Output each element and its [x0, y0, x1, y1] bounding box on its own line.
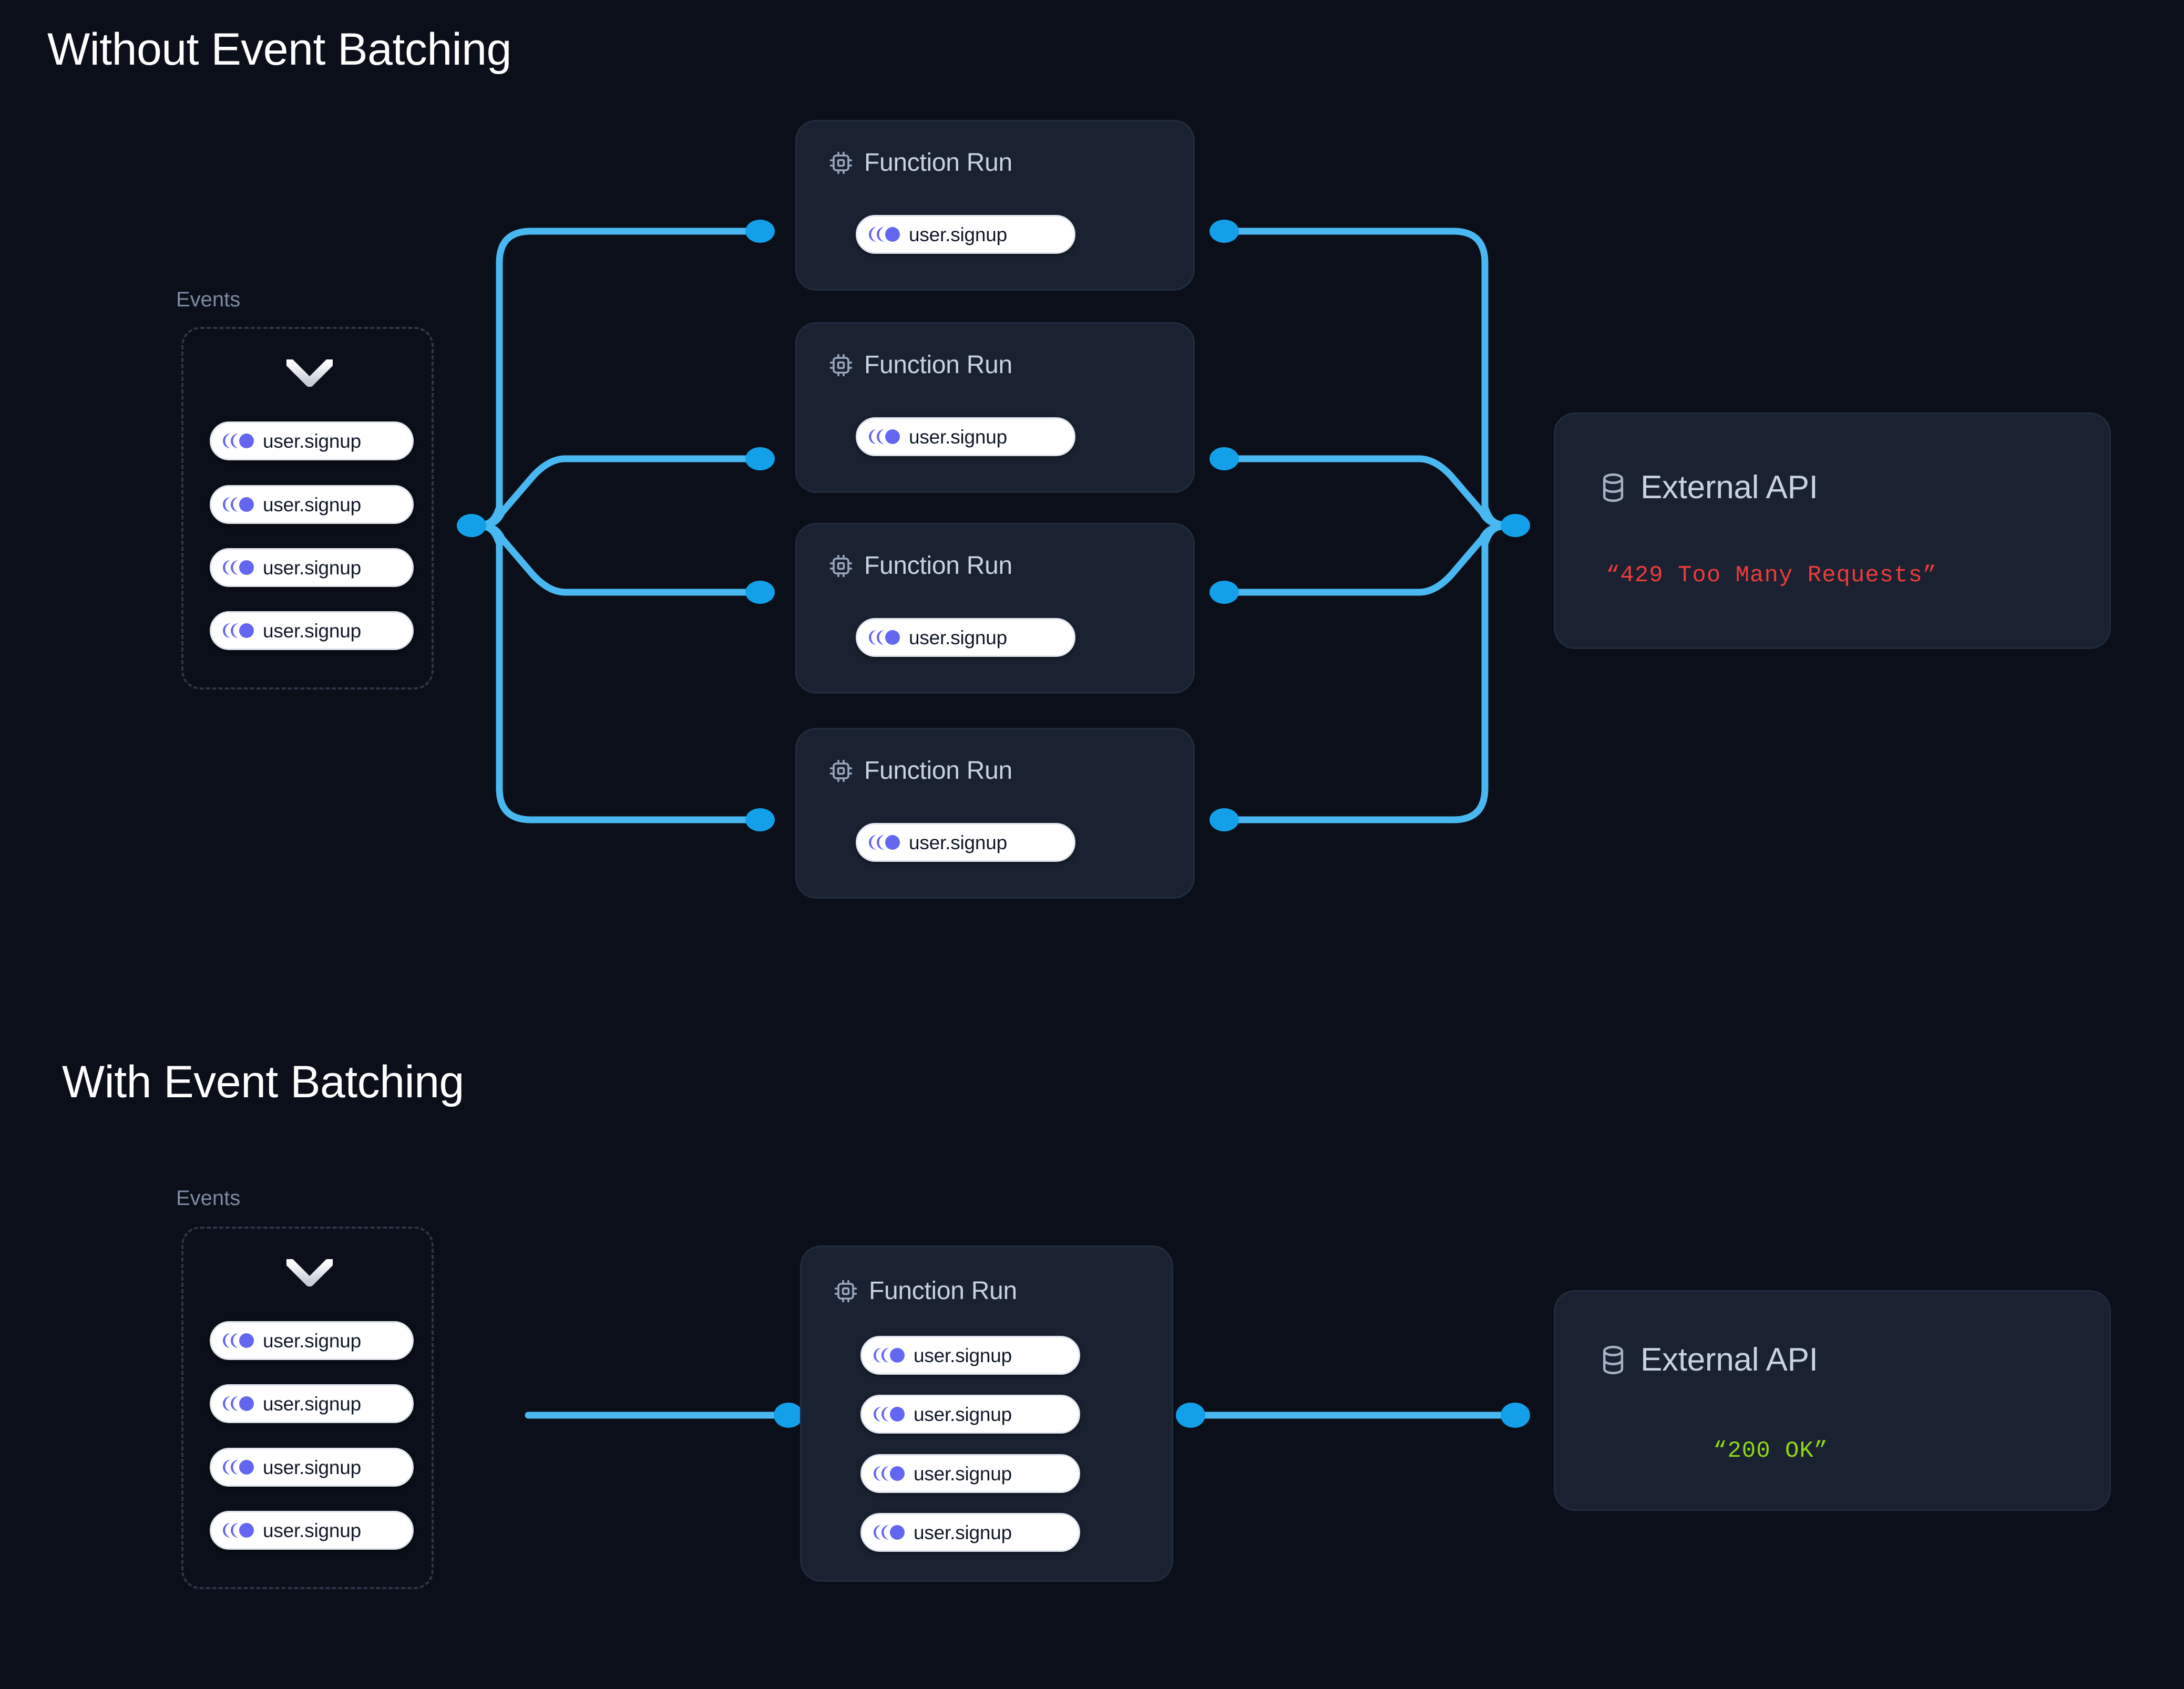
external-api-header: External API: [1596, 471, 1818, 504]
event-stream-icon: [223, 560, 254, 575]
event-stream-icon: [223, 623, 254, 638]
event-pill-label: user.signup: [914, 1463, 1012, 1485]
event-stream-icon: [869, 227, 900, 242]
event-pill[interactable]: user.signup: [860, 1395, 1080, 1434]
cpu-chip-icon: [829, 759, 853, 782]
event-stream-icon: [223, 497, 254, 512]
event-pill[interactable]: user.signup: [856, 618, 1075, 657]
function-run-title: Function Run: [864, 351, 1012, 379]
event-stream-icon: [223, 1396, 254, 1411]
status-badge: “200 OK”: [1713, 1438, 1829, 1464]
event-pill-label: user.signup: [263, 430, 362, 452]
events-group-bottom: [181, 1227, 434, 1589]
event-pill-label: user.signup: [263, 1393, 362, 1415]
events-label-top: Events: [176, 288, 241, 311]
event-stream-icon: [869, 835, 900, 850]
database-icon: [1603, 473, 1624, 502]
event-stream-icon: [874, 1348, 905, 1363]
event-pill-label: user.signup: [263, 1456, 362, 1478]
function-run-card[interactable]: Function Run user.signup: [795, 728, 1195, 899]
event-pill-label: user.signup: [263, 493, 362, 516]
function-run-card[interactable]: Function Run user.signup user.signup: [800, 1245, 1173, 1582]
event-pill-label: user.signup: [914, 1344, 1012, 1366]
function-run-title: Function Run: [864, 757, 1012, 785]
function-run-title: Function Run: [864, 149, 1012, 177]
event-stream-icon: [869, 429, 900, 444]
event-pill[interactable]: user.signup: [210, 1384, 414, 1423]
chevron-down-icon: [286, 359, 333, 387]
external-api-card[interactable]: External API “429 Too Many Requests”: [1554, 413, 2111, 649]
event-pill-label: user.signup: [909, 626, 1008, 648]
external-api-title: External API: [1640, 1342, 1818, 1378]
event-pill-label: user.signup: [914, 1521, 1012, 1543]
event-pill-label: user.signup: [263, 1519, 362, 1541]
chevron-down-icon: [286, 1259, 333, 1286]
event-pill[interactable]: user.signup: [860, 1513, 1080, 1552]
function-run-header: Function Run: [828, 150, 1012, 176]
function-run-title: Function Run: [864, 552, 1012, 580]
events-group-top: [181, 327, 434, 689]
function-run-card[interactable]: Function Run user.signup: [795, 120, 1195, 291]
event-stream-icon: [223, 1523, 254, 1538]
event-pill-label: user.signup: [263, 557, 362, 579]
status-badge: “429 Too Many Requests”: [1606, 562, 1937, 589]
event-pill-label: user.signup: [263, 620, 362, 642]
function-run-header: Function Run: [828, 353, 1012, 378]
function-run-header: Function Run: [828, 758, 1012, 784]
event-stream-icon: [223, 434, 254, 448]
event-pill-label: user.signup: [909, 223, 1008, 245]
event-stream-icon: [874, 1407, 905, 1422]
event-stream-icon: [223, 1460, 254, 1475]
events-label-bottom: Events: [176, 1187, 241, 1210]
external-api-card[interactable]: External API “200 OK”: [1554, 1290, 2111, 1511]
event-pill[interactable]: user.signup: [856, 215, 1075, 254]
event-pill[interactable]: user.signup: [210, 421, 414, 460]
section-title-with-batching: With Event Batching: [62, 1057, 464, 1107]
function-run-header: Function Run: [833, 1279, 1017, 1304]
external-api-title: External API: [1640, 469, 1818, 506]
event-stream-icon: [869, 630, 900, 645]
function-run-header: Function Run: [828, 553, 1012, 579]
section-title-without-batching: Without Event Batching: [47, 24, 511, 75]
function-run-card[interactable]: Function Run user.signup: [795, 523, 1195, 694]
cpu-chip-icon: [834, 1280, 857, 1303]
event-pill-label: user.signup: [909, 426, 1008, 448]
cpu-chip-icon: [829, 151, 853, 174]
event-pill[interactable]: user.signup: [860, 1336, 1080, 1375]
event-pill[interactable]: user.signup: [210, 485, 414, 524]
external-api-header: External API: [1596, 1343, 1818, 1377]
function-run-card[interactable]: Function Run user.signup: [795, 322, 1195, 493]
event-pill[interactable]: user.signup: [856, 823, 1075, 862]
cpu-chip-icon: [829, 554, 853, 578]
event-pill[interactable]: user.signup: [210, 548, 414, 587]
event-pill[interactable]: user.signup: [860, 1454, 1080, 1493]
event-pill-label: user.signup: [914, 1403, 1012, 1425]
database-icon: [1603, 1345, 1624, 1375]
event-pill-label: user.signup: [909, 831, 1008, 853]
event-pill[interactable]: user.signup: [856, 417, 1075, 456]
function-run-title: Function Run: [869, 1277, 1017, 1305]
event-pill[interactable]: user.signup: [210, 611, 414, 650]
event-stream-icon: [874, 1466, 905, 1481]
event-pill[interactable]: user.signup: [210, 1448, 414, 1487]
event-pill[interactable]: user.signup: [210, 1511, 414, 1550]
cpu-chip-icon: [829, 354, 853, 377]
event-stream-icon: [874, 1525, 905, 1540]
event-pill-label: user.signup: [263, 1330, 362, 1352]
event-pill[interactable]: user.signup: [210, 1321, 414, 1360]
event-stream-icon: [223, 1333, 254, 1348]
